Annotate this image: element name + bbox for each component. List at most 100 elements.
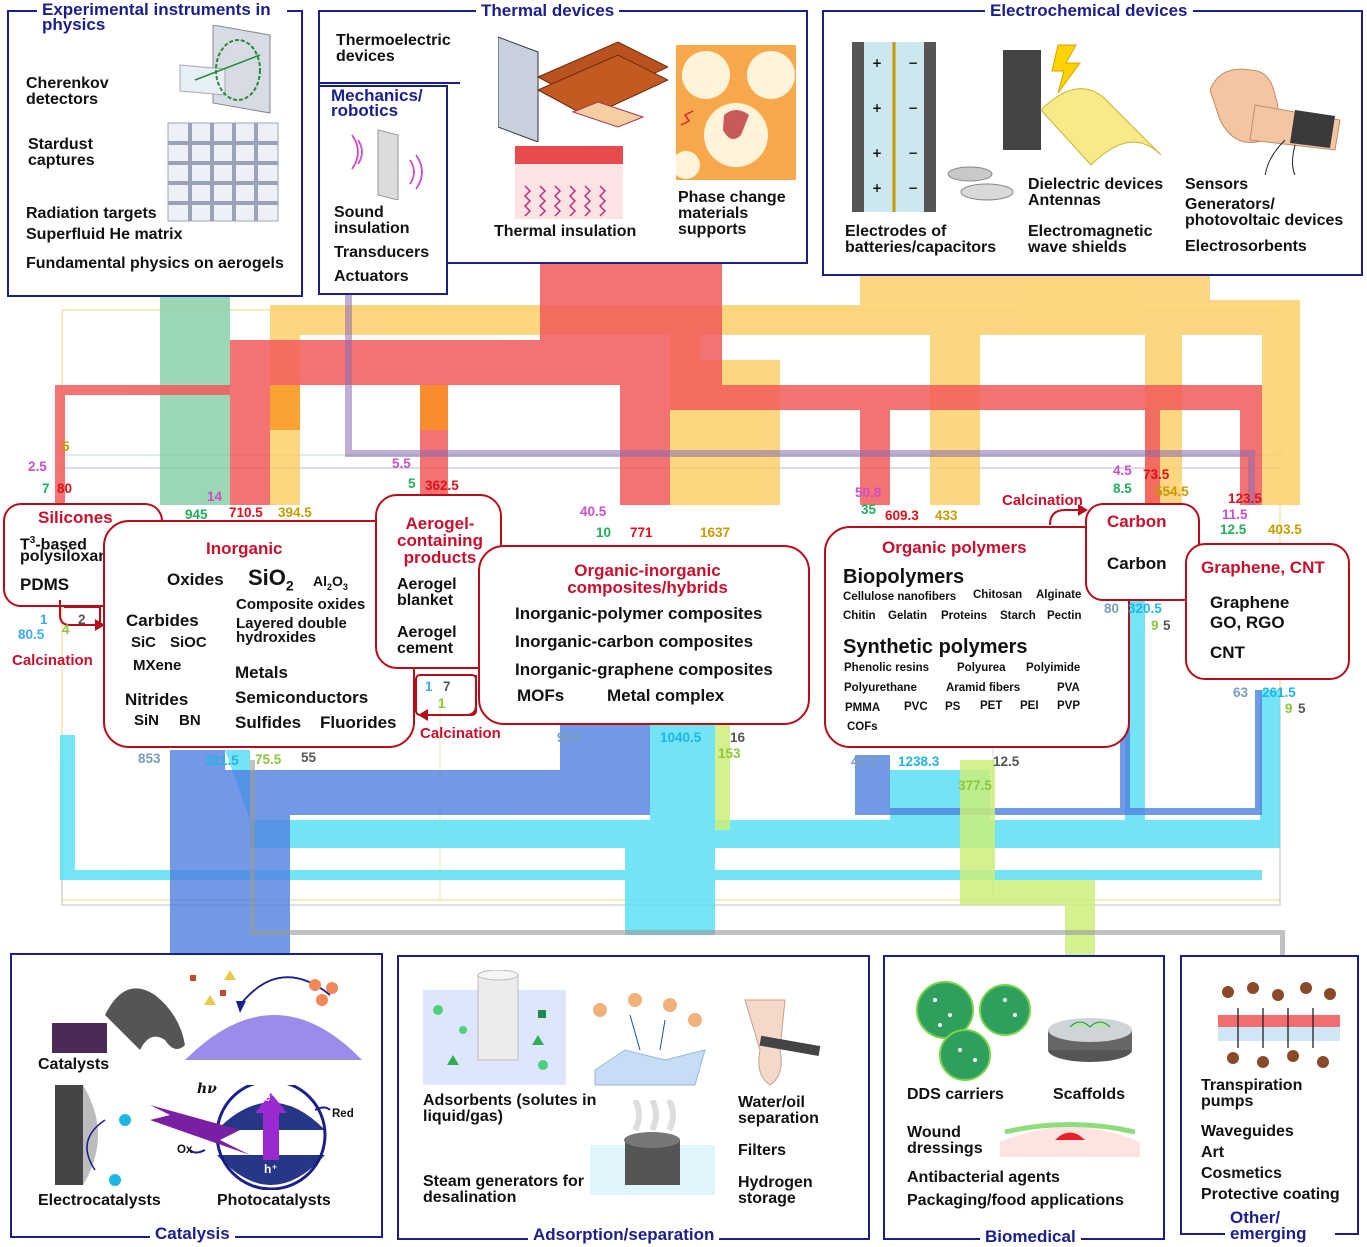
flow-number-top-3: 80 [57, 481, 73, 496]
node-composites [478, 545, 810, 725]
flow-number-top-18: 433 [935, 508, 958, 523]
label-water-oil: Water/oil separation [738, 1094, 819, 1127]
label-sio2: SiO2 [248, 565, 294, 594]
label-aramid: Aramid fibers [946, 682, 1021, 694]
svg-text:+: + [872, 146, 882, 160]
sound-wave-icon [351, 129, 423, 200]
label-antibacterial: Antibacterial agents [907, 1169, 1060, 1186]
label-synthetic-polymers: Synthetic polymers [843, 636, 1028, 658]
label-carbides: Carbides [126, 611, 199, 630]
carbon-title: Carbon [1107, 512, 1167, 531]
flow-blue-catalysis [170, 600, 1262, 955]
label-gelatin: Gelatin [888, 610, 927, 622]
flow-number-top-13: 771 [630, 525, 653, 540]
label-pvp: PVP [1057, 700, 1081, 712]
steam-generator-icon [590, 1100, 715, 1195]
organic-polymers-title: Organic polymers [882, 538, 1027, 557]
label-generators: Generators/ photovoltaic devices [1185, 196, 1344, 229]
label-thermal-insulation: Thermal insulation [494, 223, 637, 240]
flow-number-top-7: 394.5 [278, 505, 312, 520]
red-label: Red [332, 1108, 354, 1120]
label-transducers: Transducers [334, 244, 430, 261]
label-phase-change: Phase change materials supports [678, 189, 786, 238]
label-inorganic-carbon: Inorganic-carbon composites [515, 632, 754, 651]
label-oxides: Oxides [167, 570, 224, 589]
node-inorganic [103, 520, 415, 748]
antenna-shield-icon [1003, 44, 1162, 166]
label-mofs: MOFs [517, 686, 565, 705]
flow-number-top-9: 5 [408, 476, 416, 491]
label-chitosan: Chitosan [973, 589, 1023, 601]
flow-number-bottom-20: 320.5 [1128, 601, 1162, 616]
flow-number-bottom-26: 5 [1298, 701, 1306, 716]
filter-membrane-icon [593, 993, 706, 1086]
thermoelectric-battery-icon [498, 36, 668, 142]
catalyst-surface-icon [52, 970, 362, 1060]
label-dielectric: Dielectric devices [1028, 176, 1164, 193]
svg-text:+: + [872, 101, 882, 115]
node-carbon [1085, 503, 1200, 601]
label-metals: Metals [235, 663, 288, 682]
label-sic: SiC [131, 634, 157, 651]
node-organic-polymers [824, 526, 1130, 748]
photocatalysis-icon [55, 1085, 331, 1190]
label-catalysts: Catalysts [38, 1056, 110, 1073]
flow-number-bottom-24: 261.5 [1262, 685, 1296, 700]
box-thermoelectric-divider [318, 10, 460, 84]
calcination-label-left: Calcination [12, 652, 93, 669]
calcination-label-middle: Calcination [420, 725, 501, 742]
label-polysiloxanes: polysiloxanes [20, 548, 126, 565]
label-stardust: Stardust captures [28, 136, 95, 169]
label-pei: PEI [1020, 700, 1039, 712]
label-sin: SiN [134, 712, 160, 729]
label-cherenkov: Cherenkov detectors [26, 75, 109, 108]
flow-number-top-8: 5.5 [392, 456, 411, 471]
flow-number-bottom-3: 2 [78, 612, 86, 627]
flow-number-bottom-0: 1 [40, 612, 48, 627]
label-art: Art [1201, 1144, 1225, 1161]
label-chitin: Chitin [843, 610, 876, 622]
flow-number-top-19: 4.5 [1113, 463, 1132, 478]
flow-number-bottom-2: 4 [62, 622, 70, 637]
flow-number-top-14: 1637 [700, 525, 731, 540]
svg-text:+: + [872, 181, 882, 195]
adsorption-title: Adsorption/separation [528, 1226, 720, 1243]
flow-number-bottom-23: 63 [1233, 685, 1249, 700]
flow-number-bottom-5: 321.5 [205, 753, 239, 768]
inorganic-title: Inorganic [206, 539, 283, 558]
label-pdms: PDMS [20, 575, 70, 594]
label-hydrogen-storage: Hydrogen storage [738, 1174, 813, 1207]
label-al2o3: Al2O3 [313, 573, 348, 592]
ox-label: Ox [177, 1144, 193, 1156]
label-pvc: PVC [904, 701, 928, 713]
silicones-title: Silicones [38, 508, 113, 527]
svg-text:+: + [872, 56, 882, 70]
flow-number-top-25: 12.5 [1220, 522, 1247, 537]
flow-number-bottom-14: 153 [718, 746, 741, 761]
flow-number-bottom-7: 55 [301, 750, 317, 765]
flow-number-top-10: 362.5 [425, 478, 459, 493]
label-electrosorbents: Electrosorbents [1185, 238, 1307, 255]
label-steam-generators: Steam generators for desalination [423, 1173, 584, 1206]
phase-change-material-icon [676, 45, 796, 180]
transpiration-pump-icon [1218, 982, 1340, 1068]
flow-number-bottom-10: 1 [438, 696, 446, 711]
label-carbon: Carbon [1107, 554, 1167, 573]
flow-number-top-17: 609.3 [885, 508, 919, 523]
flow-green-experimental [160, 292, 230, 505]
flow-number-bottom-15: 48.5 [851, 754, 878, 769]
label-starch: Starch [1000, 610, 1036, 622]
label-adsorbents: Adsorbents (solutes in liquid/gas) [423, 1092, 597, 1125]
flow-number-bottom-9: 7 [443, 679, 451, 694]
flow-number-bottom-16: 1238.3 [898, 754, 940, 769]
label-polyurea: Polyurea [957, 662, 1006, 674]
label-scaffolds: Scaffolds [1053, 1086, 1126, 1103]
flow-orange-overlap [270, 385, 448, 430]
label-pmma: PMMA [845, 702, 881, 714]
flow-number-top-15: 50.8 [855, 485, 882, 500]
flow-number-top-4: 14 [207, 489, 223, 504]
flow-number-bottom-21: 9 [1151, 618, 1159, 633]
label-semiconductors: Semiconductors [235, 688, 369, 707]
composites-title: Organic-inorganic composites/hybrids [567, 561, 728, 597]
flow-number-bottom-11: 924 [557, 730, 580, 745]
